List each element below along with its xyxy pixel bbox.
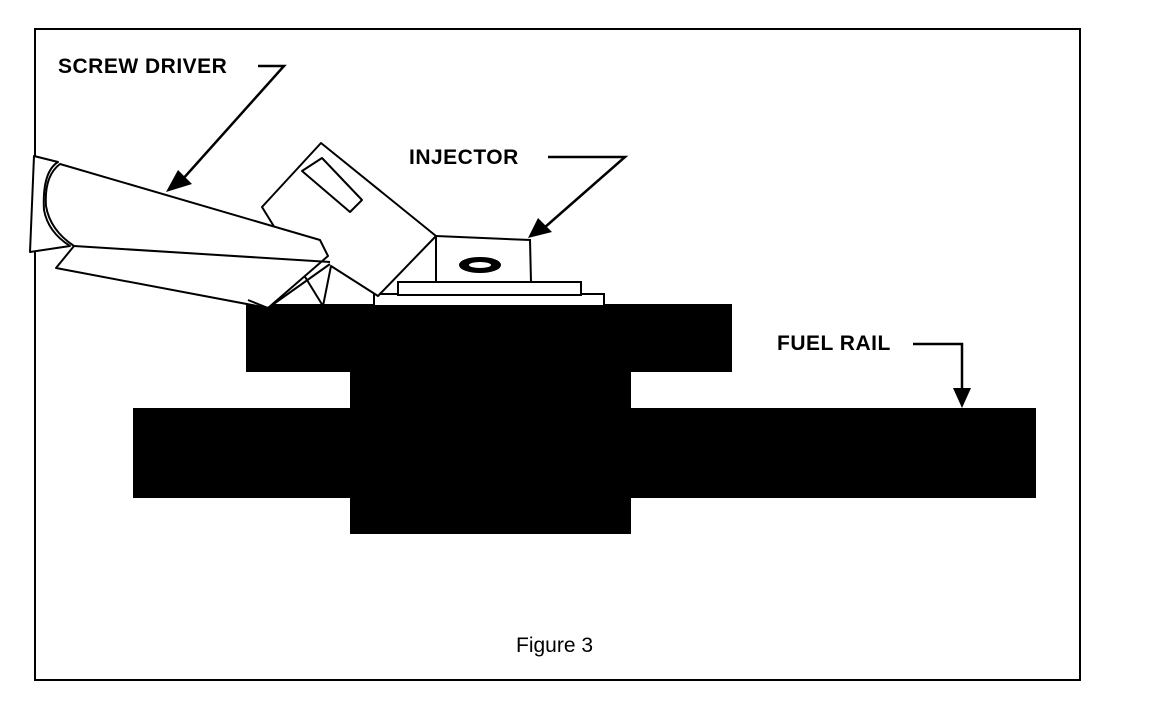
- injector-connector-slot: [301, 157, 363, 213]
- screwdriver: [29, 155, 331, 309]
- screwdriver-label: SCREW DRIVER: [58, 55, 228, 78]
- fuel-rail-label: FUEL RAIL: [777, 332, 891, 355]
- fuel-rail: [133, 304, 1036, 534]
- screwdriver-shaft-edge: [73, 245, 331, 263]
- fuel-rail-center-block: [350, 368, 631, 534]
- fuel-rail-arrowhead: [953, 388, 971, 408]
- screwdriver-leader: [181, 64, 287, 181]
- mount-upper-plate: [397, 281, 582, 296]
- figure-caption: Figure 3: [516, 634, 594, 657]
- fuel-rail-leader: [913, 342, 964, 390]
- screwdriver-tip: [247, 263, 331, 309]
- injector-label: INJECTOR: [409, 146, 519, 169]
- injector-leader: [543, 155, 629, 229]
- screwdriver-handle: [29, 155, 71, 253]
- injector-mount: [373, 281, 605, 307]
- fuel-rail-top-bar: [246, 304, 732, 372]
- screwdriver-shaft: [44, 163, 329, 309]
- injector-arrowhead: [528, 218, 552, 238]
- screwdriver-arrowhead: [166, 170, 192, 192]
- injector-clip: [435, 234, 533, 283]
